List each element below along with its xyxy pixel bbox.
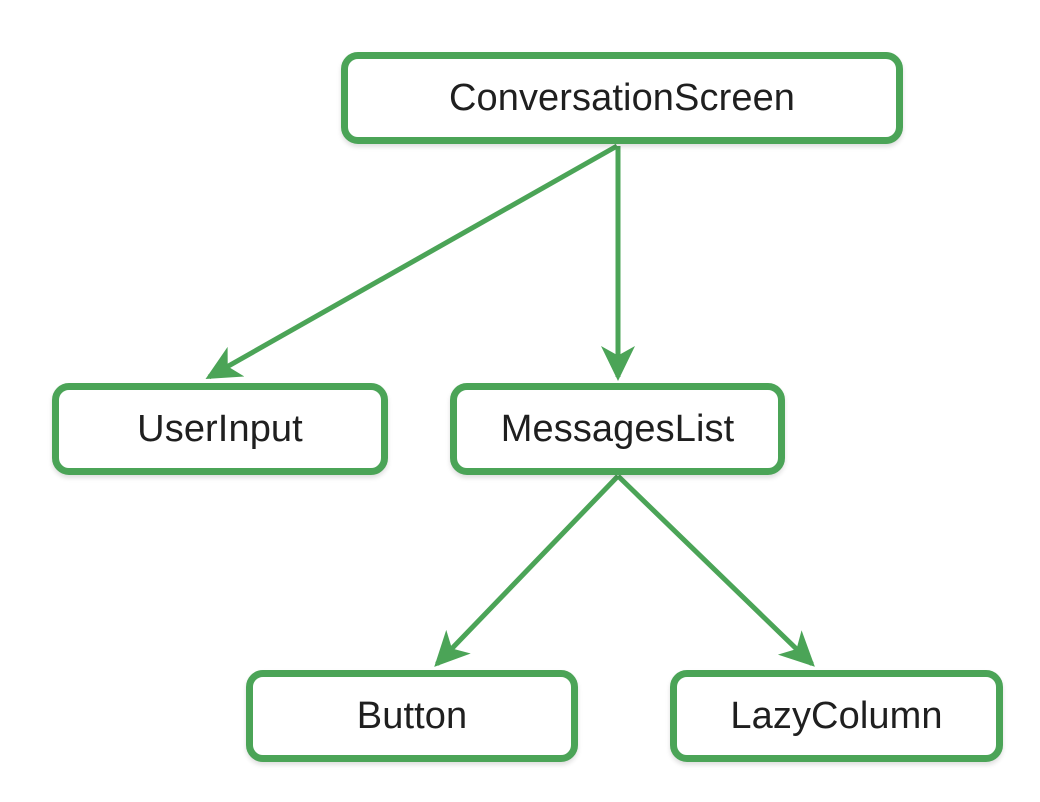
node-lazycolumn[interactable]: LazyColumn: [670, 670, 1003, 762]
node-label: Button: [356, 695, 468, 737]
node-button[interactable]: Button: [246, 670, 578, 762]
node-userinput[interactable]: UserInput: [52, 383, 388, 475]
edge-conversationscreen-to-userinput: [205, 143, 619, 380]
node-label: ConversationScreen: [448, 77, 796, 119]
node-label: UserInput: [137, 408, 303, 450]
node-label: LazyColumn: [730, 695, 943, 737]
edge-messageslist-to-button: [434, 474, 620, 667]
node-label: MessagesList: [500, 408, 735, 450]
edge-messageslist-to-lazycolumn: [616, 474, 815, 667]
node-conversationscreen[interactable]: ConversationScreen: [341, 52, 903, 144]
node-messageslist[interactable]: MessagesList: [450, 383, 785, 475]
